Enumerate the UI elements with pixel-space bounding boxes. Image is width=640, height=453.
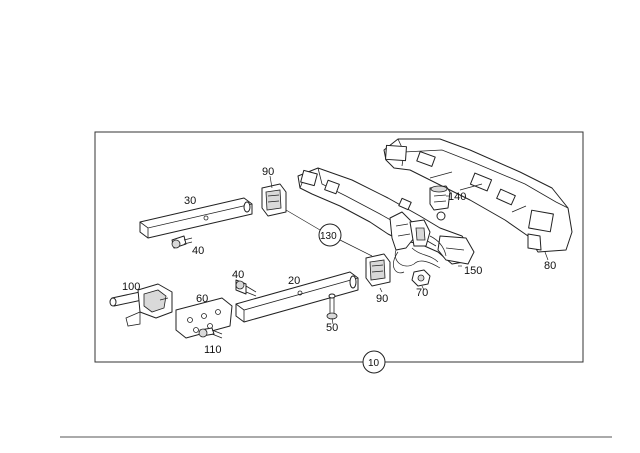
label-80: 80 bbox=[544, 260, 556, 272]
nut-70 bbox=[411, 269, 431, 287]
tube-30 bbox=[139, 197, 253, 239]
bolt-40-upper bbox=[171, 235, 193, 249]
label-100: 100 bbox=[122, 281, 140, 293]
label-70: 70 bbox=[416, 287, 428, 299]
plate-60 bbox=[175, 297, 233, 339]
callout-circle-130 bbox=[318, 223, 342, 247]
bracket-90-lower bbox=[365, 253, 391, 287]
label-90-upper: 90 bbox=[262, 166, 274, 178]
bolt-50 bbox=[326, 293, 338, 320]
tow-bar-frame bbox=[297, 167, 475, 274]
label-130: 130 bbox=[320, 231, 337, 242]
bolt-110 bbox=[198, 327, 223, 339]
label-110: 110 bbox=[204, 344, 222, 356]
label-40-upper: 40 bbox=[192, 245, 204, 257]
label-150: 150 bbox=[464, 265, 482, 277]
bracket-90-upper bbox=[261, 183, 287, 217]
label-20: 20 bbox=[288, 275, 300, 287]
socket-140 bbox=[429, 185, 451, 221]
bolt-40-lower bbox=[235, 279, 257, 297]
label-50: 50 bbox=[326, 322, 338, 334]
tube-20 bbox=[235, 271, 359, 323]
label-90-lower: 90 bbox=[376, 293, 388, 305]
label-30: 30 bbox=[184, 195, 196, 207]
coupling-100 bbox=[109, 283, 173, 327]
label-40-lower: 40 bbox=[232, 269, 244, 281]
label-60: 60 bbox=[196, 293, 208, 305]
callout-circle-10 bbox=[362, 350, 386, 374]
diagram-frame bbox=[94, 131, 584, 363]
label-10: 10 bbox=[368, 358, 380, 369]
leader-lines bbox=[269, 175, 549, 362]
label-140: 140 bbox=[448, 191, 466, 203]
bumper-bar-80 bbox=[383, 138, 573, 253]
